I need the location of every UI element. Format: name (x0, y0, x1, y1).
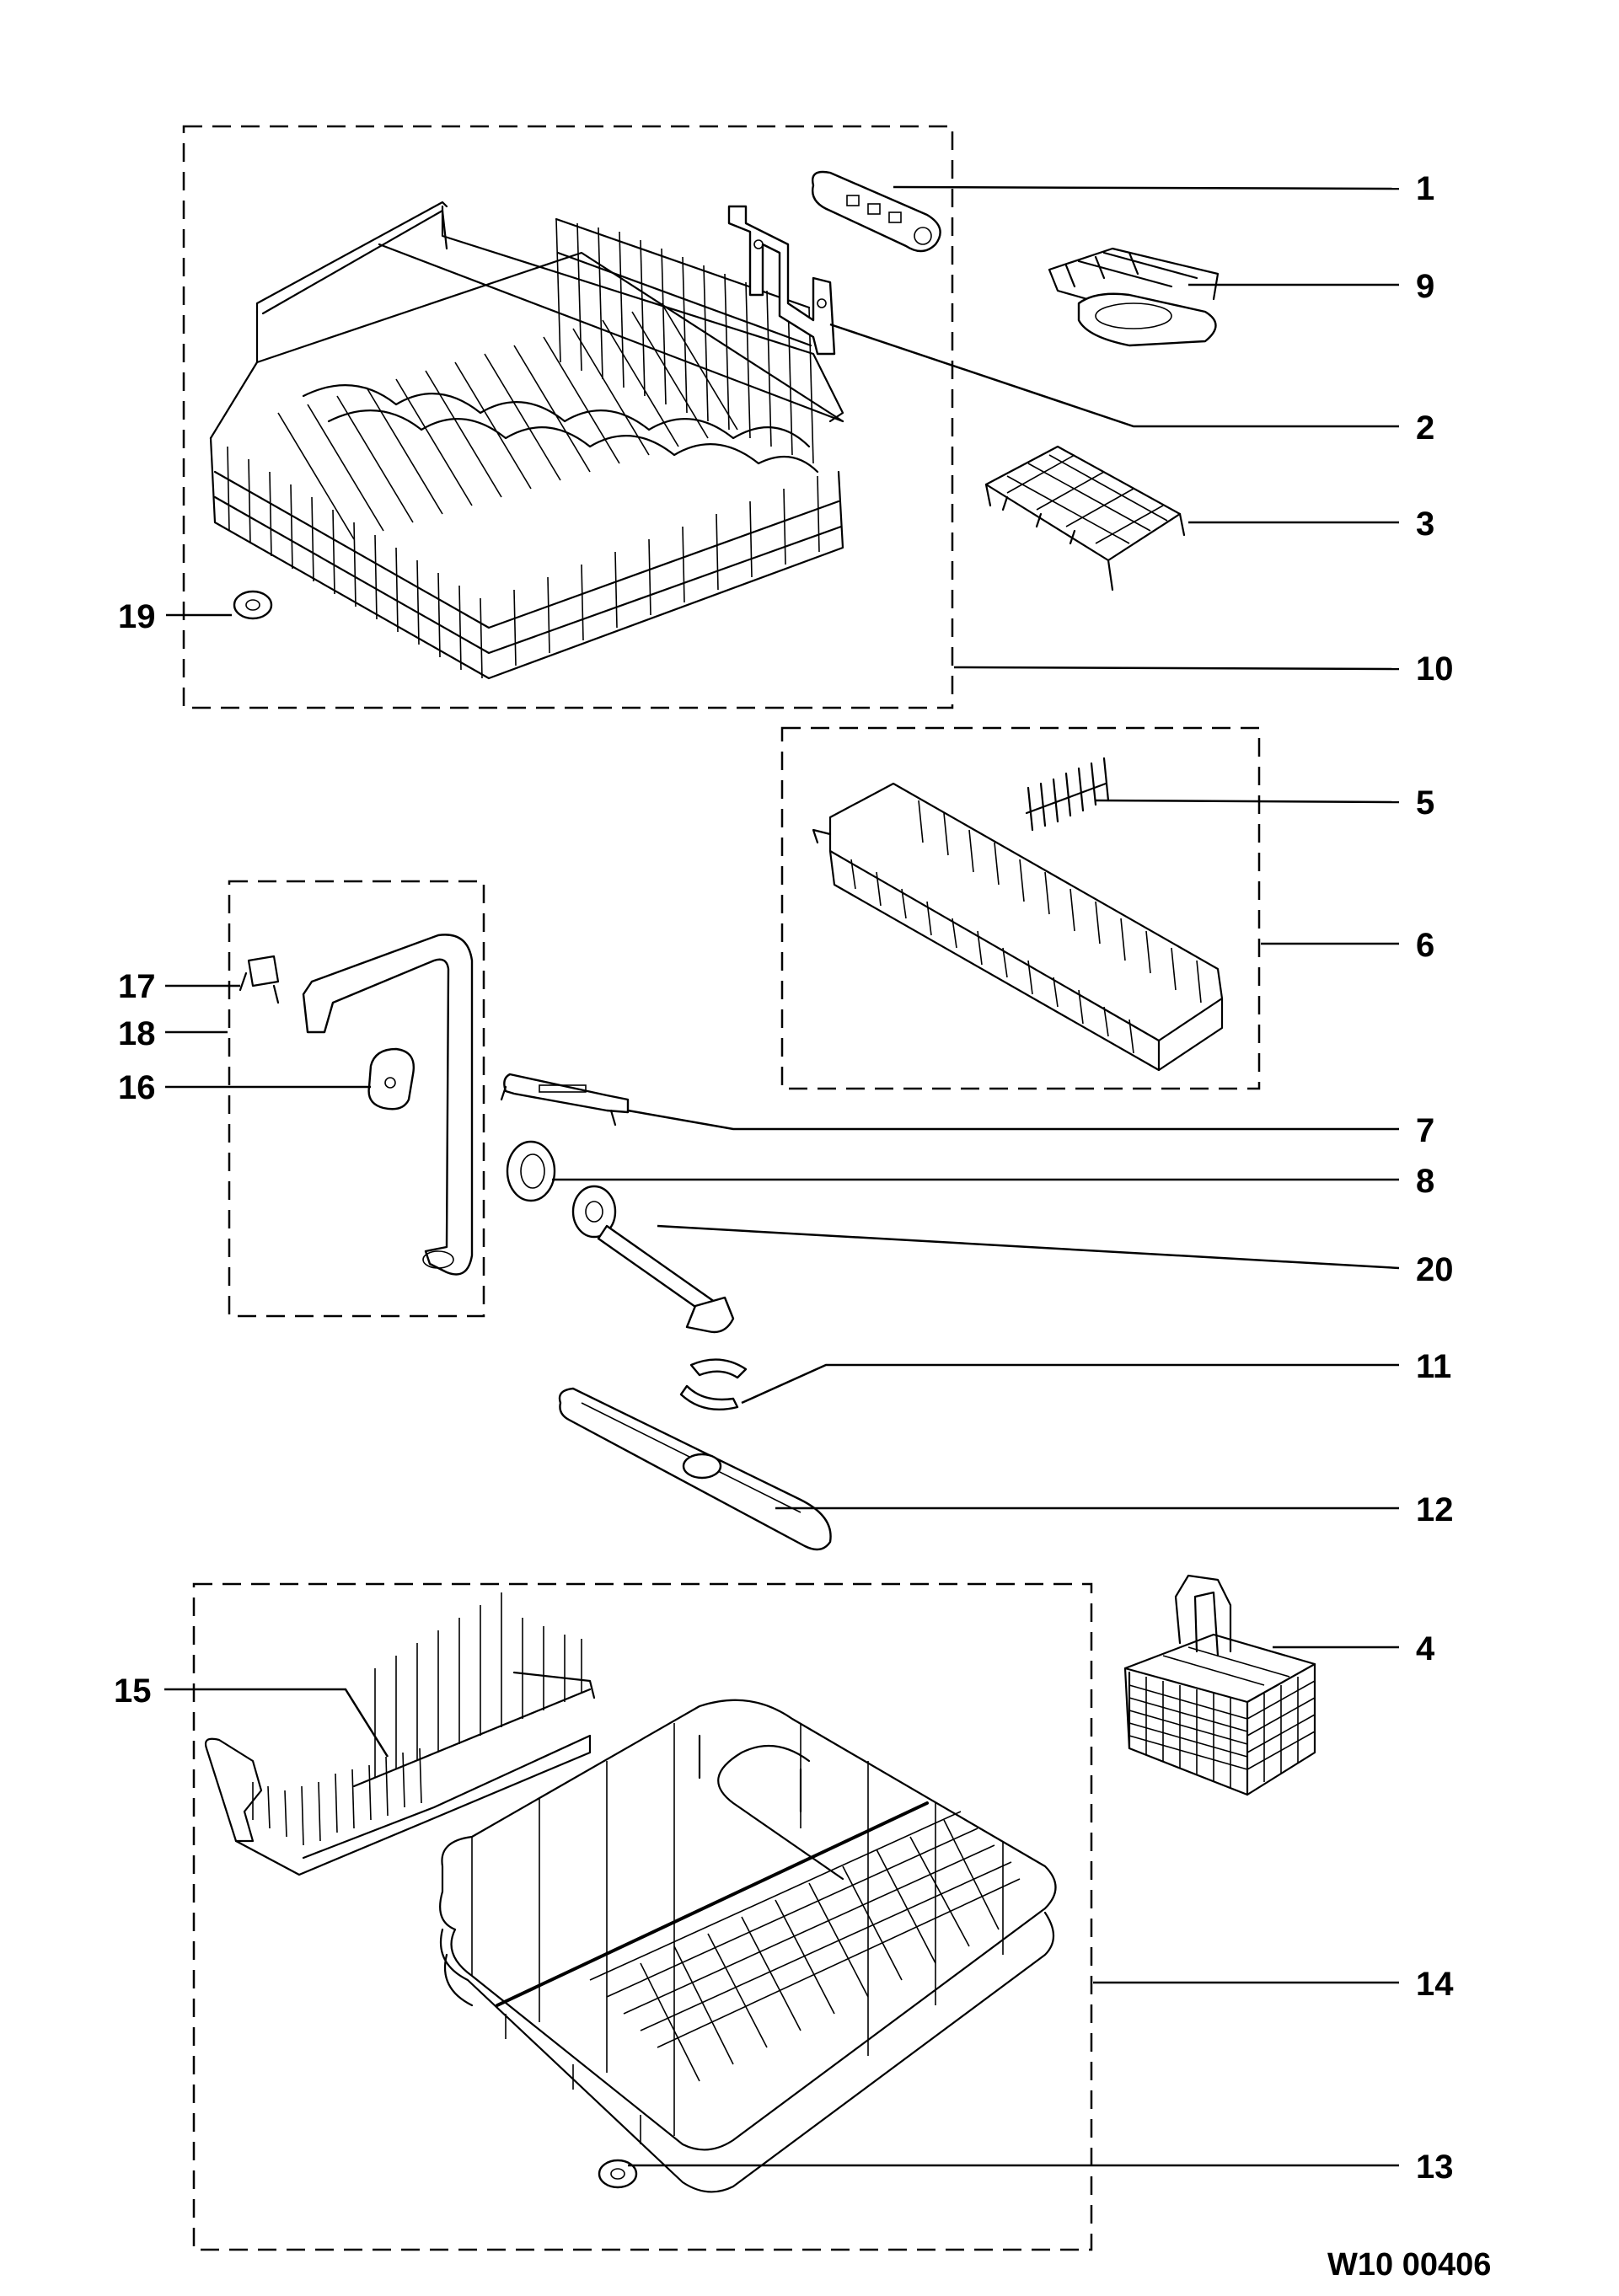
label-part-11: 11 (1416, 1348, 1451, 1385)
part-6-cutlery-rack-drawing (812, 782, 1224, 1072)
part-7-bracket-drawing (500, 1073, 630, 1127)
leader-lines (164, 185, 1400, 2167)
part-16-gasket-drawing (367, 1047, 415, 1111)
part-18-spray-pipe-drawing (302, 934, 474, 1276)
part-14-lower-rack-drawing (439, 1699, 1057, 2193)
upper-rack-group-box (182, 125, 954, 709)
part-1-clip-drawing (812, 170, 941, 253)
part-4-cutlery-basket-drawing (1123, 1574, 1316, 1796)
part-9-tray-drawing (1048, 247, 1220, 347)
label-part-4: 4 (1416, 1630, 1435, 1667)
label-part-8: 8 (1416, 1163, 1434, 1200)
label-part-19: 19 (118, 598, 156, 635)
label-part-13: 13 (1416, 2149, 1454, 2186)
label-part-3: 3 (1416, 506, 1434, 543)
part-2-bracket-drawing (727, 205, 836, 356)
part-8-nut-drawing (506, 1140, 556, 1202)
label-part-5: 5 (1416, 784, 1434, 822)
label-part-1: 1 (1416, 170, 1434, 207)
lower-rack-group-box (192, 1582, 1093, 2251)
part-13-wheel-drawing (598, 2159, 638, 2189)
label-part-14: 14 (1416, 1966, 1454, 2003)
drawing-code: W10 00406 (1327, 2247, 1491, 2283)
part-3-insert-drawing (984, 445, 1186, 591)
part-15-plate-insert-drawing (204, 1592, 596, 1876)
label-part-16: 16 (118, 1069, 156, 1106)
label-part-15: 15 (114, 1672, 152, 1710)
label-part-17: 17 (118, 968, 156, 1005)
part-19-wheel-drawing (233, 590, 273, 620)
label-part-9: 9 (1416, 268, 1434, 305)
label-part-10: 10 (1416, 650, 1454, 688)
part-5-divider-drawing (1025, 757, 1110, 832)
part-11-ring-drawing (679, 1358, 748, 1410)
part-17-clip-drawing (239, 955, 280, 1004)
upper-rack-drawing (209, 201, 844, 680)
label-part-6: 6 (1416, 927, 1434, 964)
label-part-20: 20 (1416, 1251, 1454, 1288)
label-part-7: 7 (1416, 1112, 1434, 1149)
label-part-12: 12 (1416, 1491, 1454, 1528)
part-12-spray-arm-drawing (558, 1387, 832, 1551)
part-20-hub-drawing (571, 1185, 735, 1334)
label-part-18: 18 (118, 1015, 156, 1052)
label-part-2: 2 (1416, 409, 1434, 447)
cutlery-rack-group-box (780, 726, 1261, 1090)
spray-pipe-group-box (228, 880, 485, 1318)
